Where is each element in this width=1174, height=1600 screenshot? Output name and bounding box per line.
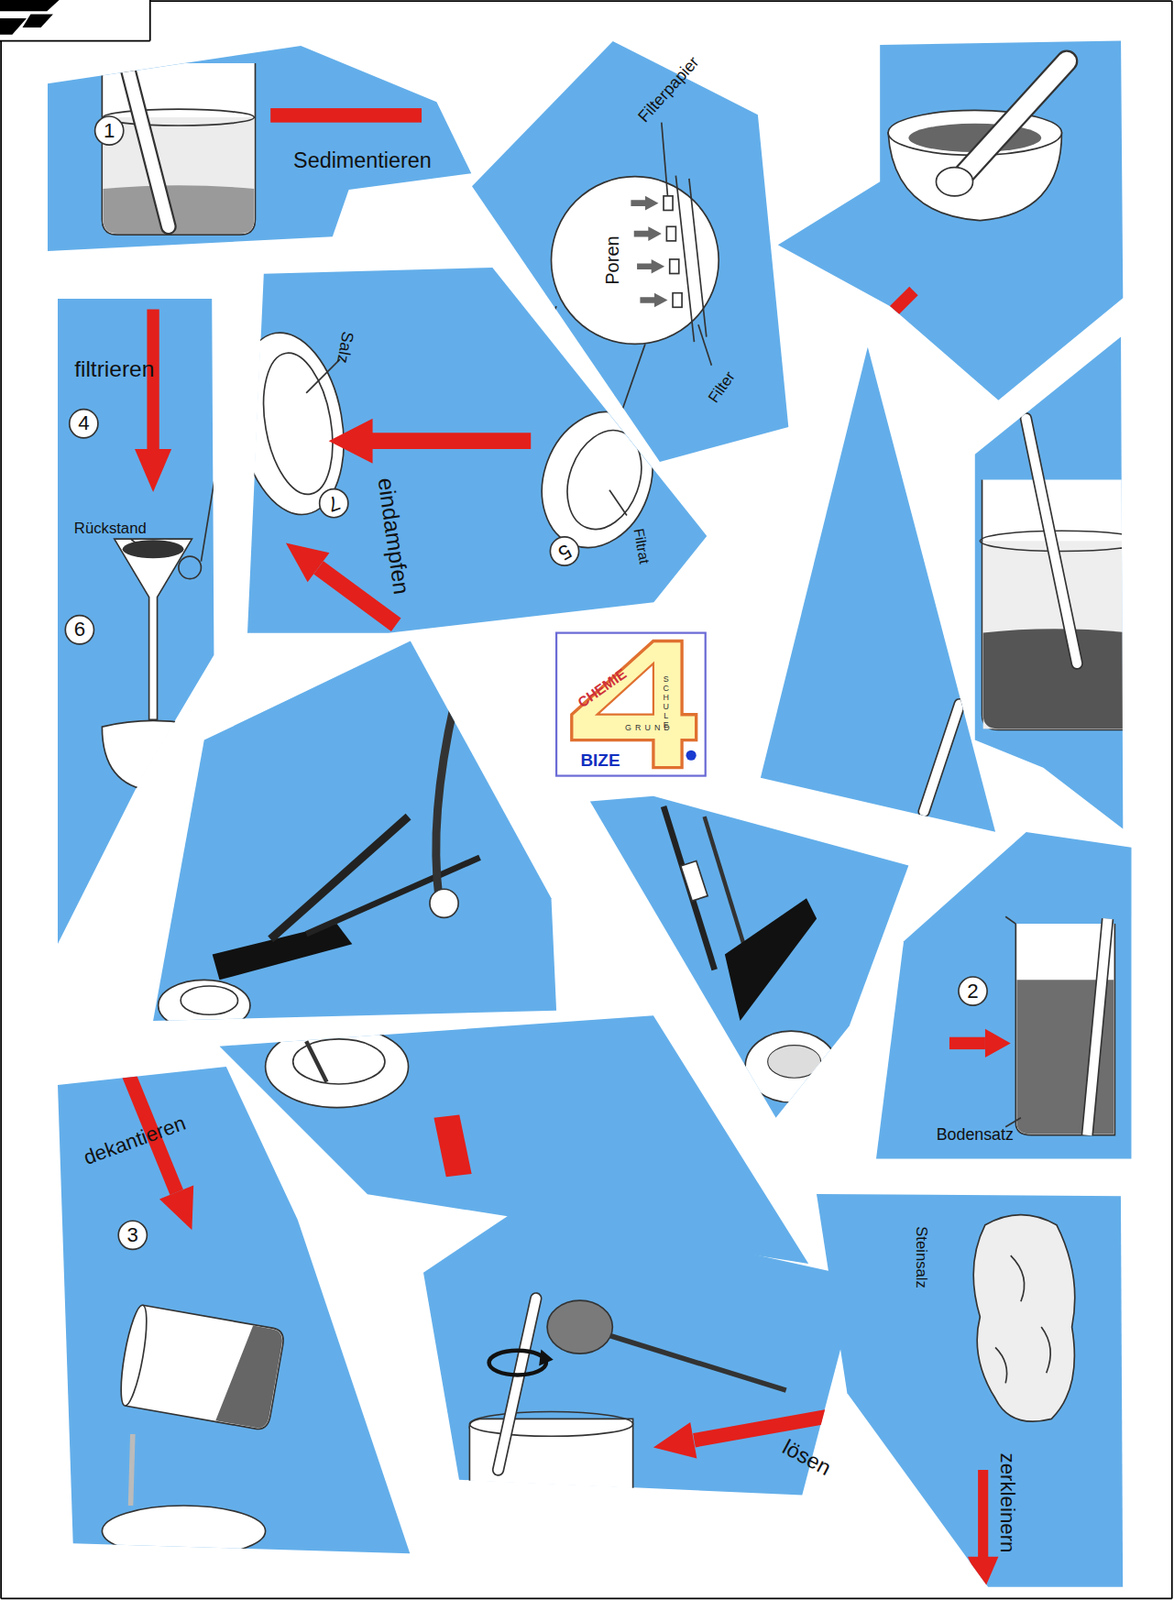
evaporation-illustration: [224, 324, 671, 626]
piece-fill: [57, 298, 214, 944]
step-number: 1: [103, 120, 115, 141]
part-label: Poren: [603, 235, 622, 286]
piece-outline: [47, 45, 472, 252]
puzzle-piece: lösen: [423, 1204, 860, 1495]
part-label: Rückstand: [74, 521, 147, 538]
stirring-rod: [923, 704, 960, 812]
logo-text: BIZE: [580, 751, 620, 769]
logo: [556, 633, 706, 777]
step-number: 3: [127, 1225, 139, 1246]
step-number: 4: [77, 413, 89, 434]
mortar-illustration: [879, 61, 1067, 325]
puzzle-piece: filtrieren 4Rückstand 6: [57, 298, 214, 944]
step-label: zerkleinern: [997, 1452, 1018, 1553]
beaker-illustration: [949, 916, 1115, 1135]
step-label: filtrieren: [74, 358, 154, 382]
part-label: Steinsalz: [912, 1226, 929, 1289]
decanting-illustration: [101, 1072, 286, 1558]
piece-outline: [247, 267, 707, 634]
piece-fill: [47, 45, 472, 252]
logo-text: CHEMIE: [575, 666, 630, 711]
piece-outline: [876, 832, 1131, 1159]
step-number: 6: [74, 619, 86, 640]
puzzle-piece: 2Bodensatz: [876, 832, 1131, 1159]
puzzle-piece: 1Sedimentieren: [47, 45, 472, 252]
logo-text: SCHULE: [661, 674, 670, 730]
beaker-illustration: [95, 55, 422, 235]
piece-fill: [423, 1204, 860, 1495]
dissolving-illustration: [469, 1298, 860, 1502]
piece-outline: [816, 1194, 1123, 1588]
puzzle-piece: Steinsalz zerkleinern: [816, 1194, 1123, 1588]
puzzle-piece: dekantieren3: [57, 1066, 410, 1554]
part-label: Bodensatz: [936, 1127, 1014, 1144]
filter-magnifier: [480, 122, 720, 481]
funnel-illustration: [65, 309, 220, 792]
piece-fill: [247, 267, 707, 634]
beaker-illustration: [979, 418, 1143, 731]
apparatus-illustration: [158, 704, 481, 1032]
dish-illustration: [265, 1025, 472, 1177]
piece-fill: [816, 1194, 1123, 1588]
step-label: Sedimentieren: [293, 150, 432, 172]
puzzle-piece: Salzeindampfen75Filtrat: [247, 267, 707, 634]
part-label: Salz: [334, 329, 357, 364]
rock-salt-illustration: [967, 1215, 1076, 1593]
piece-fill: [876, 832, 1131, 1159]
logo-text: GRUND: [625, 724, 674, 733]
piece-fill: [57, 1066, 410, 1554]
step-number: 2: [966, 980, 978, 1001]
corner-glyph: [0, 0, 60, 35]
apparatus-illustration: [663, 806, 837, 1103]
